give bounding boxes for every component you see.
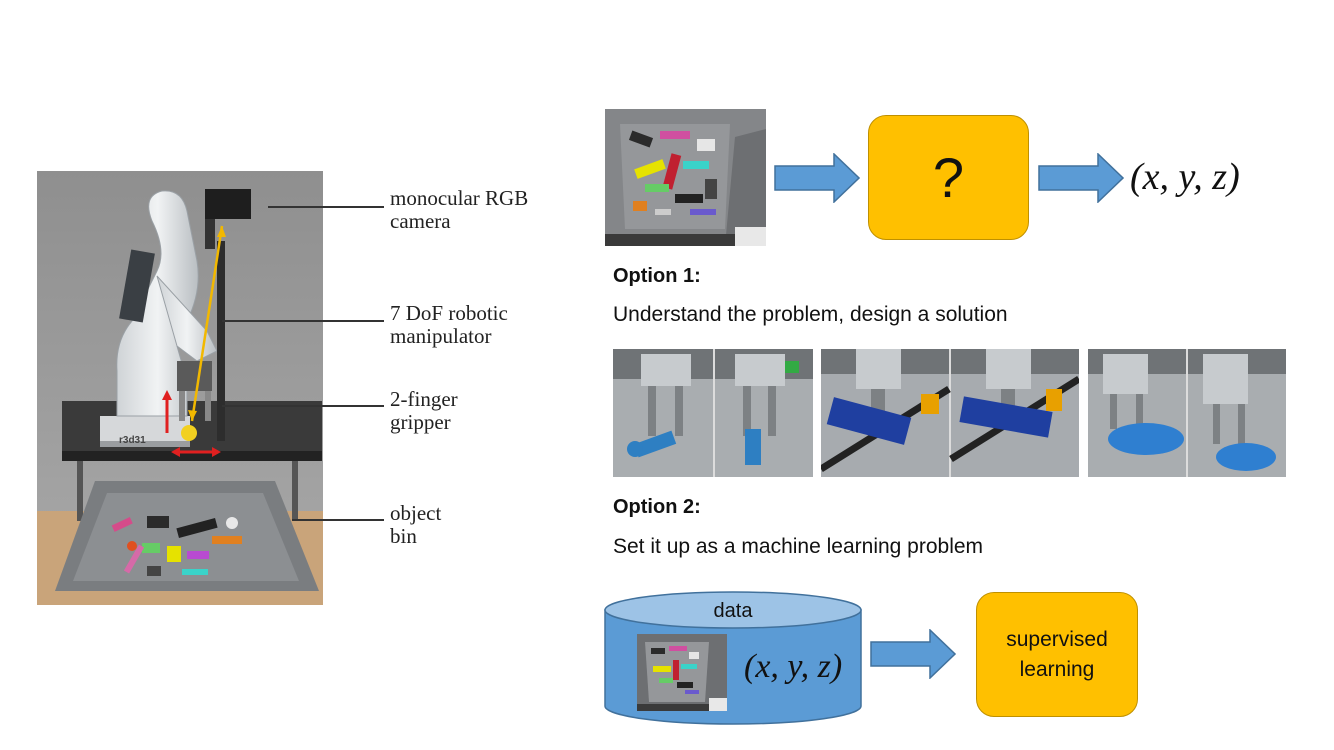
grasp-photo-hose xyxy=(613,349,813,477)
grasp-photo-sponge xyxy=(1088,349,1286,477)
option1-text: Understand the problem, design a solutio… xyxy=(613,303,1008,326)
callout-bin: object bin xyxy=(390,501,442,548)
callout-manipulator: 7 DoF robotic manipulator xyxy=(390,301,508,348)
output-coordinates: (x, y, z) xyxy=(1130,156,1240,198)
arrow-right-icon xyxy=(774,153,860,203)
callout-camera: monocular RGB camera xyxy=(390,186,529,233)
option1-heading: Option 1: xyxy=(613,265,701,287)
arrow-right-icon xyxy=(870,629,956,679)
robot-setup-photo: r3d31 xyxy=(37,171,323,605)
callout-line-manipulator xyxy=(222,320,384,322)
bin-photo xyxy=(605,109,766,246)
data-bin-photo xyxy=(637,634,727,711)
callout-gripper: 2-finger gripper xyxy=(390,387,458,434)
callout-line-gripper xyxy=(222,405,384,407)
callout-line-bin xyxy=(292,519,384,521)
arrow-right-icon xyxy=(1038,153,1124,203)
robot-base-marking: r3d31 xyxy=(119,435,146,446)
data-coordinates: (x, y, z) xyxy=(744,648,843,685)
question-mark: ? xyxy=(932,146,965,209)
grasp-photo-clamp xyxy=(821,349,1079,477)
unknown-solution-box: ? xyxy=(868,115,1029,240)
callout-line-camera xyxy=(268,206,384,208)
option2-text: Set it up as a machine learning problem xyxy=(613,535,984,558)
option2-heading: Option 2: xyxy=(613,496,701,518)
supervised-learning-box: supervised learning xyxy=(976,592,1138,717)
data-label: data xyxy=(713,600,753,622)
